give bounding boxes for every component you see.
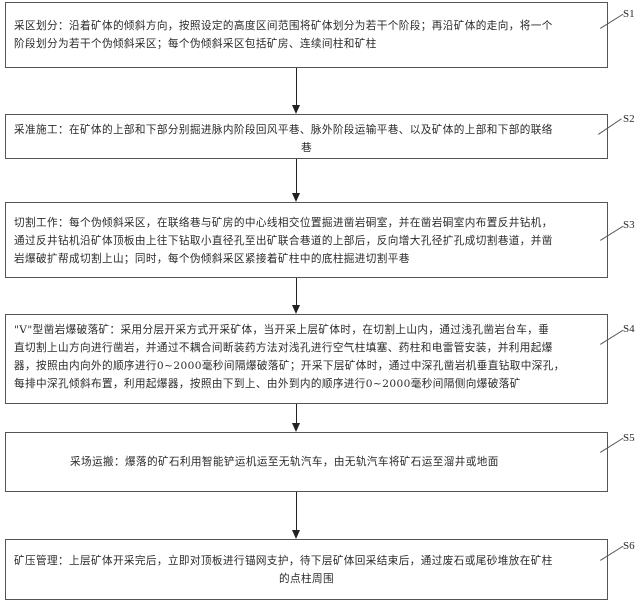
step-s5-line-1: 采场运搬：爆落的矿石利用智能铲运机运至无轨汽车，由无轨汽车将矿石运至溜井或地面 [70,456,499,468]
step-s2-line-2: 巷 [301,142,312,154]
step-tag-s4: S4 [623,323,635,335]
step-s3-line-2: 通过反井钻机沿矿体顶板由上往下钻取小直径孔至出矿联合巷道的上部后，反向增大孔径扩… [14,235,553,247]
step-tag-s2: S2 [623,113,635,125]
step-s4-line-4: 每排中深孔倾斜布置，利用起爆器，按照由下到上、由外到内的顺序进行0~2000毫秒… [14,378,521,390]
arrow-s1-s2-head [292,105,300,114]
arrow-s4-s5-head [292,423,300,432]
step-s3-line-1: 切割工作：每个伪倾斜采区，在联络巷与矿房的中心线相交位置掘进凿岩硐室，并在凿岩硐… [14,217,553,229]
step-s1-line-2: 阶段划分为若干个伪倾斜采区；每个伪倾斜采区包括矿房、连续间柱和矿柱 [14,38,377,50]
step-box-s3: 切割工作：每个伪倾斜采区，在联络巷与矿房的中心线相交位置掘进凿岩硐室，并在凿岩硐… [5,202,608,278]
step-s1-line-1: 采区划分：沿着矿体的倾斜方向，按照设定的高度区间范围将矿体划分为若干个阶段；再沿… [14,20,553,32]
step-s3-line-3: 岩爆破扩帮成切割上山；同时，每个伪倾斜采区紧接着矿柱中的底柱掘进切割平巷 [14,253,410,265]
arrow-s3-s4-shaft [296,278,297,305]
step-tag-s3: S3 [623,219,635,231]
step-tag-s1: S1 [623,8,635,20]
arrow-s5-s6-head [292,530,300,539]
step-s6-line-2: 的点柱周围 [279,573,334,585]
step-tag-s6: S6 [623,540,635,552]
step-s4-line-2: 直切割上山方向进行凿岩，并通过不耦合间断装药方法对浅孔进行空气柱填塞、药柱和电雷… [14,342,553,354]
step-box-s4: "V"型凿岩爆破落矿：采用分层开采方式开采矿体，当开采上层矿体时，在切割上山内，… [5,314,608,404]
arrow-s5-s6-shaft [296,492,297,530]
step-s4-line-3: 器，按照由内向外的顺序进行0~2000毫秒间隔爆破落矿；开采下层矿体时，通过中深… [14,360,565,372]
step-box-s1: 采区划分：沿着矿体的倾斜方向，按照设定的高度区间范围将矿体划分为若干个阶段；再沿… [5,2,608,68]
arrow-s1-s2-shaft [296,68,297,105]
arrow-s2-s3-head [292,193,300,202]
step-s6-line-1: 矿压管理：上层矿体开采完后，立即对顶板进行锚网支护，待下层矿体回采结束后，通过废… [14,555,553,567]
step-s2-line-1: 采准施工：在矿体的上部和下部分别掘进脉内阶段回风平巷、脉外阶段运输平巷、以及矿体… [14,124,553,136]
step-tag-s5: S5 [623,432,635,444]
step-box-s5: 采场运搬：爆落的矿石利用智能铲运机运至无轨汽车，由无轨汽车将矿石运至溜井或地面 [5,432,608,492]
step-box-s2: 采准施工：在矿体的上部和下部分别掘进脉内阶段回风平巷、脉外阶段运输平巷、以及矿体… [5,114,608,159]
step-s4-line-1: "V"型凿岩爆破落矿：采用分层开采方式开采矿体，当开采上层矿体时，在切割上山内，… [14,324,550,336]
step-box-s6: 矿压管理：上层矿体开采完后，立即对顶板进行锚网支护，待下层矿体回采结束后，通过废… [5,539,608,600]
arrow-s4-s5-shaft [296,404,297,423]
arrow-s2-s3-shaft [296,159,297,193]
arrow-s3-s4-head [292,305,300,314]
